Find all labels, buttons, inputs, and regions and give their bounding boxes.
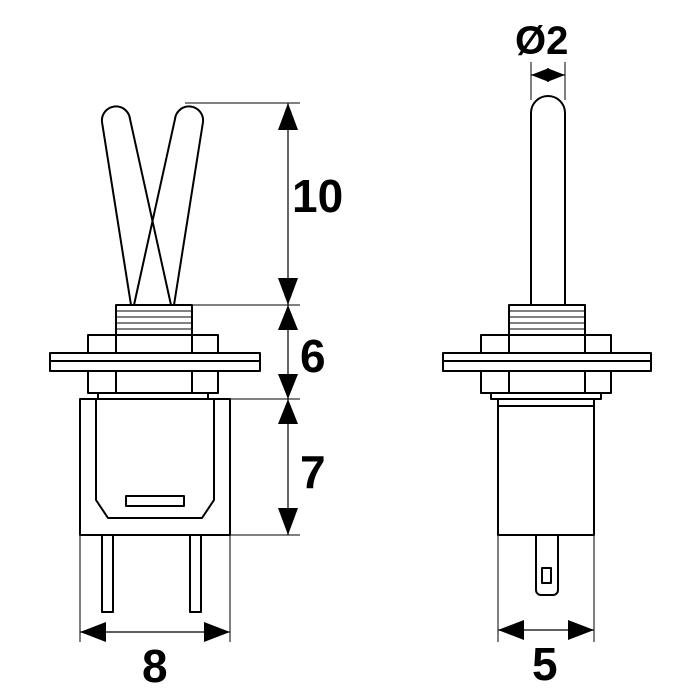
threaded-bushing xyxy=(115,304,193,336)
arrow-10-top xyxy=(278,103,298,130)
washer-plate-lower xyxy=(49,360,261,372)
side-bushing-thread-lines xyxy=(509,310,585,330)
arrow-8-right xyxy=(204,622,230,642)
arrow-d-left xyxy=(531,68,549,82)
lever-right-position xyxy=(133,105,205,306)
lever-side xyxy=(530,95,566,306)
arrow-6-bottom xyxy=(278,374,298,399)
arrow-7-top xyxy=(278,399,298,424)
arrow-6-top xyxy=(278,305,298,330)
side-upper-nut xyxy=(480,334,612,354)
bushing-thread-lines xyxy=(116,310,192,330)
terminal-left xyxy=(101,534,114,613)
terminal-right xyxy=(189,534,202,613)
arrow-5-left xyxy=(498,620,524,640)
side-terminal xyxy=(535,534,559,596)
label-lever-height: 10 xyxy=(292,170,343,222)
side-view xyxy=(442,95,652,596)
side-lower-nut xyxy=(480,370,612,394)
label-bushing-height: 6 xyxy=(300,330,326,382)
side-threaded-bushing xyxy=(508,304,586,336)
switch-body xyxy=(79,398,231,536)
front-view xyxy=(49,105,261,613)
label-body-width: 8 xyxy=(142,640,168,692)
arrow-5-right xyxy=(568,620,594,640)
dimension-lines xyxy=(79,62,595,642)
arrow-d-right xyxy=(547,68,565,82)
arrow-8-left xyxy=(80,622,106,642)
label-lever-diameter: Ø2 xyxy=(515,19,568,63)
side-washer-plate-lower xyxy=(442,360,652,372)
arrow-7-bottom xyxy=(278,508,298,535)
body-inner-profile xyxy=(95,398,215,519)
label-side-width: 5 xyxy=(532,638,558,690)
body-slot xyxy=(125,495,185,507)
side-washer-plate-upper xyxy=(442,352,652,362)
dimension-labels: 10 6 7 8 5 Ø2 xyxy=(142,19,568,692)
upper-nut xyxy=(87,334,219,354)
lever-left-position xyxy=(100,105,172,306)
lower-nut xyxy=(87,370,219,394)
washer-plate-upper xyxy=(49,352,261,362)
side-switch-body xyxy=(497,398,595,536)
arrow-10-bottom xyxy=(278,278,298,305)
side-terminal-hole xyxy=(541,567,552,584)
label-body-height: 7 xyxy=(300,446,326,498)
